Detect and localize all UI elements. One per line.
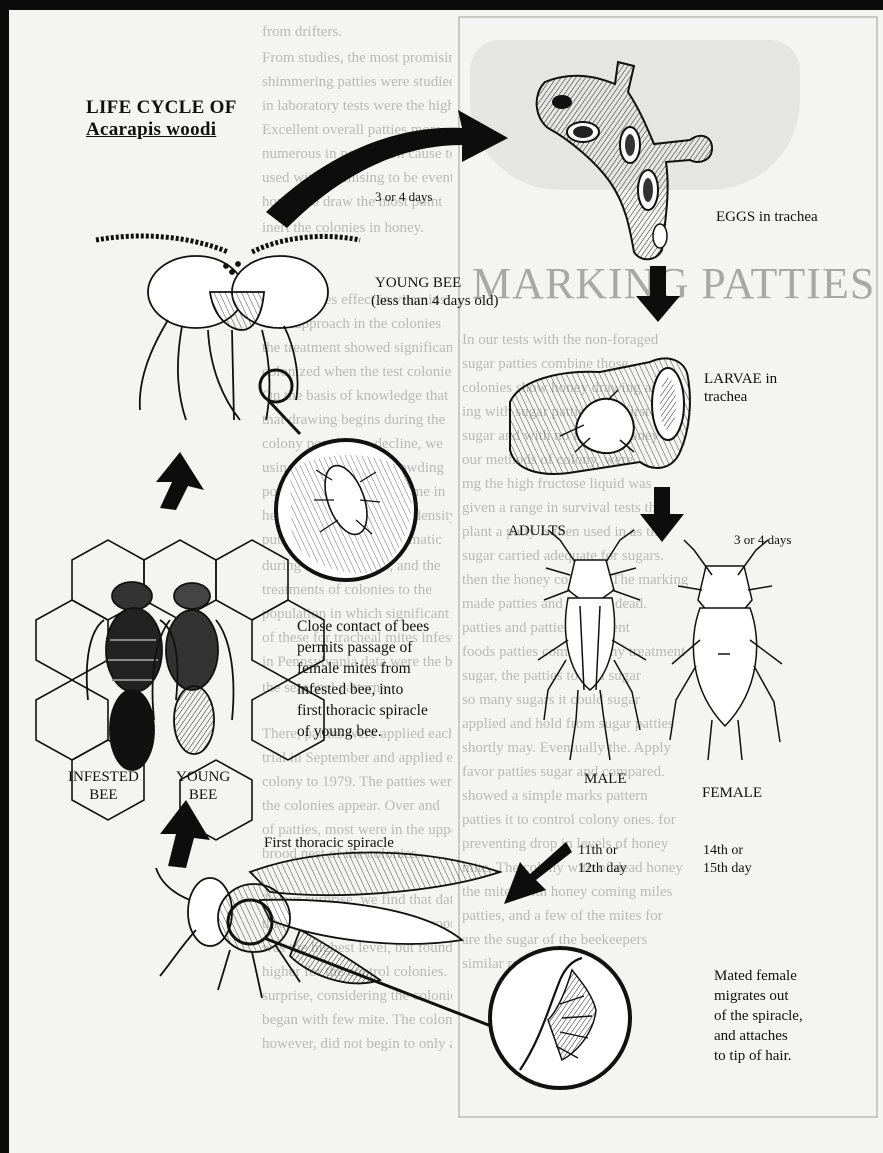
caption-contact-line: infested bee, into: [297, 679, 429, 700]
caption-mated-line: of the spiracle,: [714, 1006, 803, 1026]
caption-contact-line: female mites from: [297, 658, 429, 679]
label-larvae: LARVAE in trachea: [704, 370, 777, 406]
label-spiracle: First thoracic spiracle: [264, 834, 394, 852]
label-young-bee-bottom: YOUNG BEE: [176, 768, 230, 804]
arrow-to-eggs: [266, 110, 508, 228]
label-male: MALE: [584, 770, 627, 788]
larvae-line-1: LARVAE in: [704, 370, 777, 388]
male-mite-illustration: [538, 530, 646, 760]
timing-male: 11th or 12th day: [578, 842, 627, 878]
title-species: Acarapis woodi: [86, 119, 237, 141]
label-female: FEMALE: [702, 784, 762, 802]
arrow-to-adult-bee: [504, 842, 572, 904]
arrow-to-young-bee: [156, 452, 204, 510]
infested-bee-line-2: BEE: [68, 786, 139, 804]
timing-male-line-2: 12th day: [578, 860, 627, 878]
label-adults: ADULTS: [508, 522, 566, 540]
young-bee-top-line-1: YOUNG BEE: [371, 274, 498, 292]
trachea-larvae-illustration: [510, 359, 690, 474]
label-young-bee-top: YOUNG BEE (less than 4 days old): [371, 274, 498, 310]
arrow-to-adults: [640, 487, 684, 542]
female-mite-illustration: [670, 540, 782, 760]
spiracle-zoom-circle: [260, 370, 416, 580]
trachea-eggs-illustration: [537, 62, 712, 259]
arrow-to-larvae: [636, 266, 680, 322]
timing-to-eggs: 3 or 4 days: [375, 188, 432, 206]
caption-mated: Mated female migrates out of the spiracl…: [714, 966, 803, 1066]
larvae-line-2: trachea: [704, 388, 777, 406]
hair-zoom-circle: [264, 938, 630, 1088]
diagram-title: LIFE CYCLE OF Acarapis woodi: [86, 97, 237, 141]
timing-female: 14th or 15th day: [703, 842, 752, 878]
label-infested-bee: INFESTED BEE: [68, 768, 139, 804]
caption-mated-line: to tip of hair.: [714, 1046, 803, 1066]
caption-contact-line: of young bee.: [297, 721, 429, 742]
timing-to-adults: 3 or 4 days: [734, 531, 791, 549]
timing-male-line-1: 11th or: [578, 842, 627, 860]
caption-contact-line: first thoracic spiracle: [297, 700, 429, 721]
caption-contact-line: Close contact of bees: [297, 616, 429, 637]
title-line-1: LIFE CYCLE OF: [86, 97, 237, 119]
caption-mated-line: Mated female: [714, 966, 803, 986]
young-bee-bottom-line-1: YOUNG: [176, 768, 230, 786]
caption-contact: Close contact of bees permits passage of…: [297, 616, 429, 742]
caption-contact-line: permits passage of: [297, 637, 429, 658]
infested-bee-line-1: INFESTED: [68, 768, 139, 786]
timing-female-line-1: 14th or: [703, 842, 752, 860]
label-eggs: EGGS in trachea: [716, 208, 818, 226]
caption-mated-line: migrates out: [714, 986, 803, 1006]
timing-female-line-2: 15th day: [703, 860, 752, 878]
young-bee-head-illustration: [96, 236, 360, 420]
young-bee-bottom-line-2: BEE: [176, 786, 230, 804]
young-bee-top-line-2: (less than 4 days old): [371, 292, 498, 310]
adult-bee-illustration: [156, 853, 500, 999]
arrow-to-honeycomb: [160, 800, 210, 868]
caption-mated-line: and attaches: [714, 1026, 803, 1046]
